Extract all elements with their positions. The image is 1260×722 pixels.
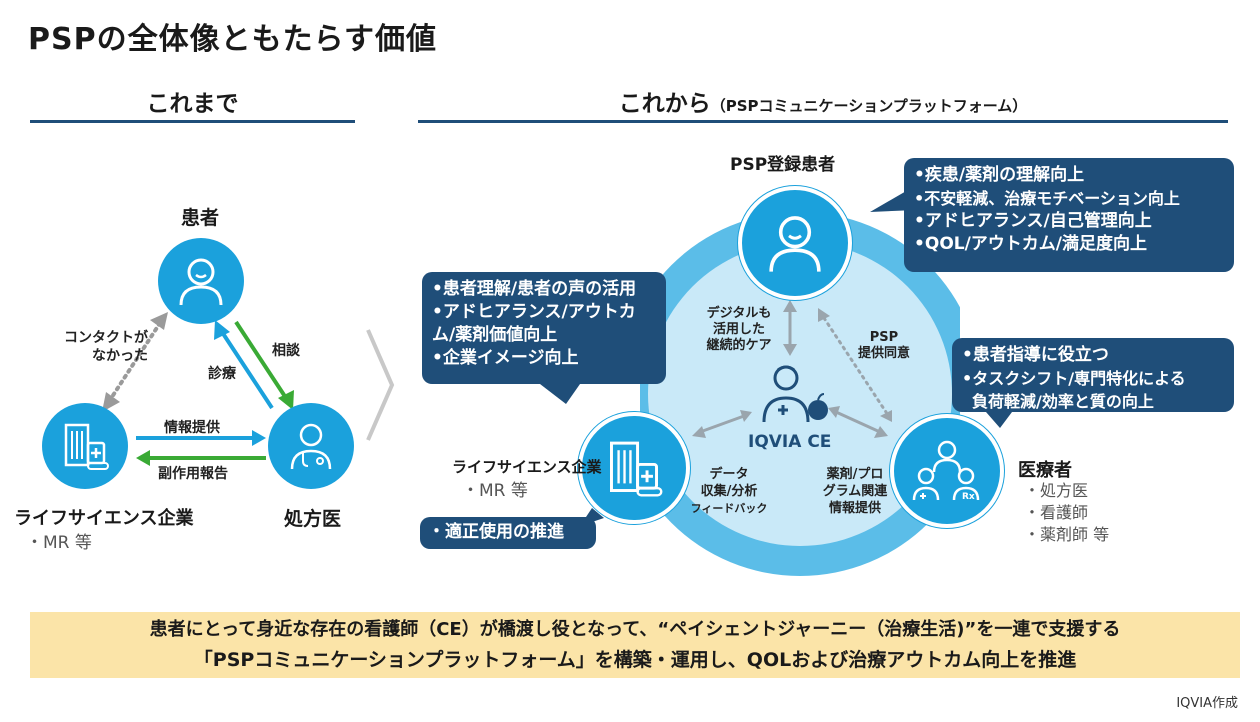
person-icon <box>769 216 821 272</box>
drug-info-line1: 薬剤/プロ <box>826 467 884 482</box>
psp-consent-line1: PSP <box>869 330 899 345</box>
before-prescriber-circle <box>268 403 354 489</box>
after-patient-label: PSP登録患者 <box>730 155 836 175</box>
callout-company-item: ム/薬剤価値向上 <box>432 325 558 345</box>
after-company-circle <box>578 412 690 524</box>
callout-patient-benefits: •疾患/薬剤の理解向上 •不安軽減、治療モチベーション向上 •アドヒアランス/自… <box>904 158 1234 272</box>
after-heading: これから <box>618 91 711 117</box>
building-medicine-icon <box>64 423 109 470</box>
before-heading: これまで <box>146 91 239 117</box>
nurse-apple-icon <box>762 365 828 423</box>
medical-sub-prescriber: ・処方医 <box>1024 481 1089 500</box>
person-icon <box>179 258 223 306</box>
callout-patient-item: •疾患/薬剤の理解向上 <box>914 165 1085 185</box>
after-heading-sub: （PSPコミュニケーションプラットフォーム） <box>710 97 1028 115</box>
before-company-label: ライフサイエンス企業 <box>14 508 194 529</box>
callout-company-benefits: •患者理解/患者の声の活用 •アドヒアランス/アウトカ ム/薬剤価値向上 •企業… <box>422 272 666 384</box>
psp-consent-line2: 提供同意 <box>857 346 910 361</box>
before-company-sub: ・MR 等 <box>26 533 92 553</box>
before-prescriber-label: 処方医 <box>284 508 342 530</box>
summary-line1: 患者にとって身近な存在の看護師（CE）が橋渡し役となって、“ペイシェントジャーニ… <box>149 619 1121 640</box>
diagnosis-label: 診療 <box>208 366 236 382</box>
no-contact-line2: なかった <box>92 348 148 364</box>
info-provide-label: 情報提供 <box>164 420 220 436</box>
callout-medical-item: •患者指導に役立つ <box>962 345 1109 365</box>
svg-text:Rx: Rx <box>962 492 975 502</box>
callout-proper-item: ・適正使用の推進 <box>428 522 564 542</box>
nurse-icon-wrap <box>758 358 832 432</box>
medical-team-icon: Rx <box>912 440 980 502</box>
before-patient-circle <box>158 238 244 324</box>
callout-medical-item: 負荷軽減/効率と質の向上 <box>972 392 1154 411</box>
medical-sub-nurse: ・看護師 <box>1024 503 1089 522</box>
callout-company-item: •企業イメージ向上 <box>432 348 579 368</box>
callout-medical-item: •タスクシフト/専門特化による <box>962 369 1186 388</box>
callout-patient-item: •アドヒアランス/自己管理向上 <box>914 211 1152 231</box>
callout-patient-item: •QOL/アウトカム/満足度向上 <box>914 234 1148 254</box>
after-heading-wrap: これから（PSPコミュニケーションプラットフォーム） <box>418 84 1228 118</box>
data-collect-label: データ 収集/分析 フィードバック <box>684 466 774 517</box>
callout-patient-item: •不安軽減、治療モチベーション向上 <box>914 189 1180 208</box>
before-underline <box>30 120 355 123</box>
drug-info-label: 薬剤/プロ グラム関連 情報提供 <box>810 466 900 517</box>
side-effect-label: 副作用報告 <box>158 466 228 482</box>
data-collect-line1: データ <box>709 467 749 482</box>
digital-care-line2: 活用した <box>712 322 765 337</box>
page-title: PSPの全体像ともたらす価値 <box>28 22 437 57</box>
before-company-circle <box>42 403 128 489</box>
psp-consent-label: PSP 提供同意 <box>852 330 916 362</box>
after-medical-subs: ・処方医 ・看護師 ・薬剤師 等 <box>1024 480 1109 546</box>
after-company-label: ライフサイエンス企業 <box>452 458 602 476</box>
digital-care-line1: デジタルも <box>706 306 772 321</box>
callout-company-item: •患者理解/患者の声の活用 <box>432 279 637 299</box>
before-diagram-arrows <box>102 312 395 466</box>
callout-proper-use: ・適正使用の推進 <box>420 517 596 549</box>
summary-band: 患者にとって身近な存在の看護師（CE）が橋渡し役となって、“ペイシェントジャーニ… <box>30 612 1240 678</box>
before-patient-label: 患者 <box>180 207 219 229</box>
digital-care-line3: 継続的ケア <box>706 338 772 353</box>
after-medical-circle: Rx <box>890 414 1004 528</box>
after-patient-circle <box>738 186 852 300</box>
medical-sub-pharmacist: ・薬剤師 等 <box>1024 525 1110 544</box>
digital-care-label: デジタルも 活用した 継続的ケア <box>692 306 786 354</box>
consult-label: 相談 <box>272 343 300 359</box>
data-collect-line3: フィードバック <box>690 502 768 515</box>
no-contact-label: コンタクトが なかった <box>48 329 148 365</box>
after-underline <box>418 120 1228 123</box>
data-collect-line2: 収集/分析 <box>700 484 758 499</box>
after-company-sub: ・MR 等 <box>462 481 528 501</box>
callout-medical-benefits: •患者指導に役立つ •タスクシフト/専門特化による 負荷軽減/効率と質の向上 <box>952 338 1234 412</box>
callout-company-item: •アドヒアランス/アウトカ <box>432 302 636 322</box>
no-contact-line1: コンタクトが <box>64 330 148 346</box>
drug-info-line3: 情報提供 <box>828 501 881 516</box>
after-medical-label: 医療者 <box>1018 460 1072 481</box>
center-label: IQVIA CE <box>748 432 832 452</box>
summary-line2: 「PSPコミュニケーションプラットフォーム」を構築・運用し、QOLおよび治療アウ… <box>193 649 1077 671</box>
platform-ring <box>640 212 960 576</box>
doctor-icon <box>290 423 332 470</box>
credit: IQVIA作成 <box>1176 696 1238 711</box>
building-medicine-icon <box>610 441 663 497</box>
drug-info-line2: グラム関連 <box>822 484 888 499</box>
